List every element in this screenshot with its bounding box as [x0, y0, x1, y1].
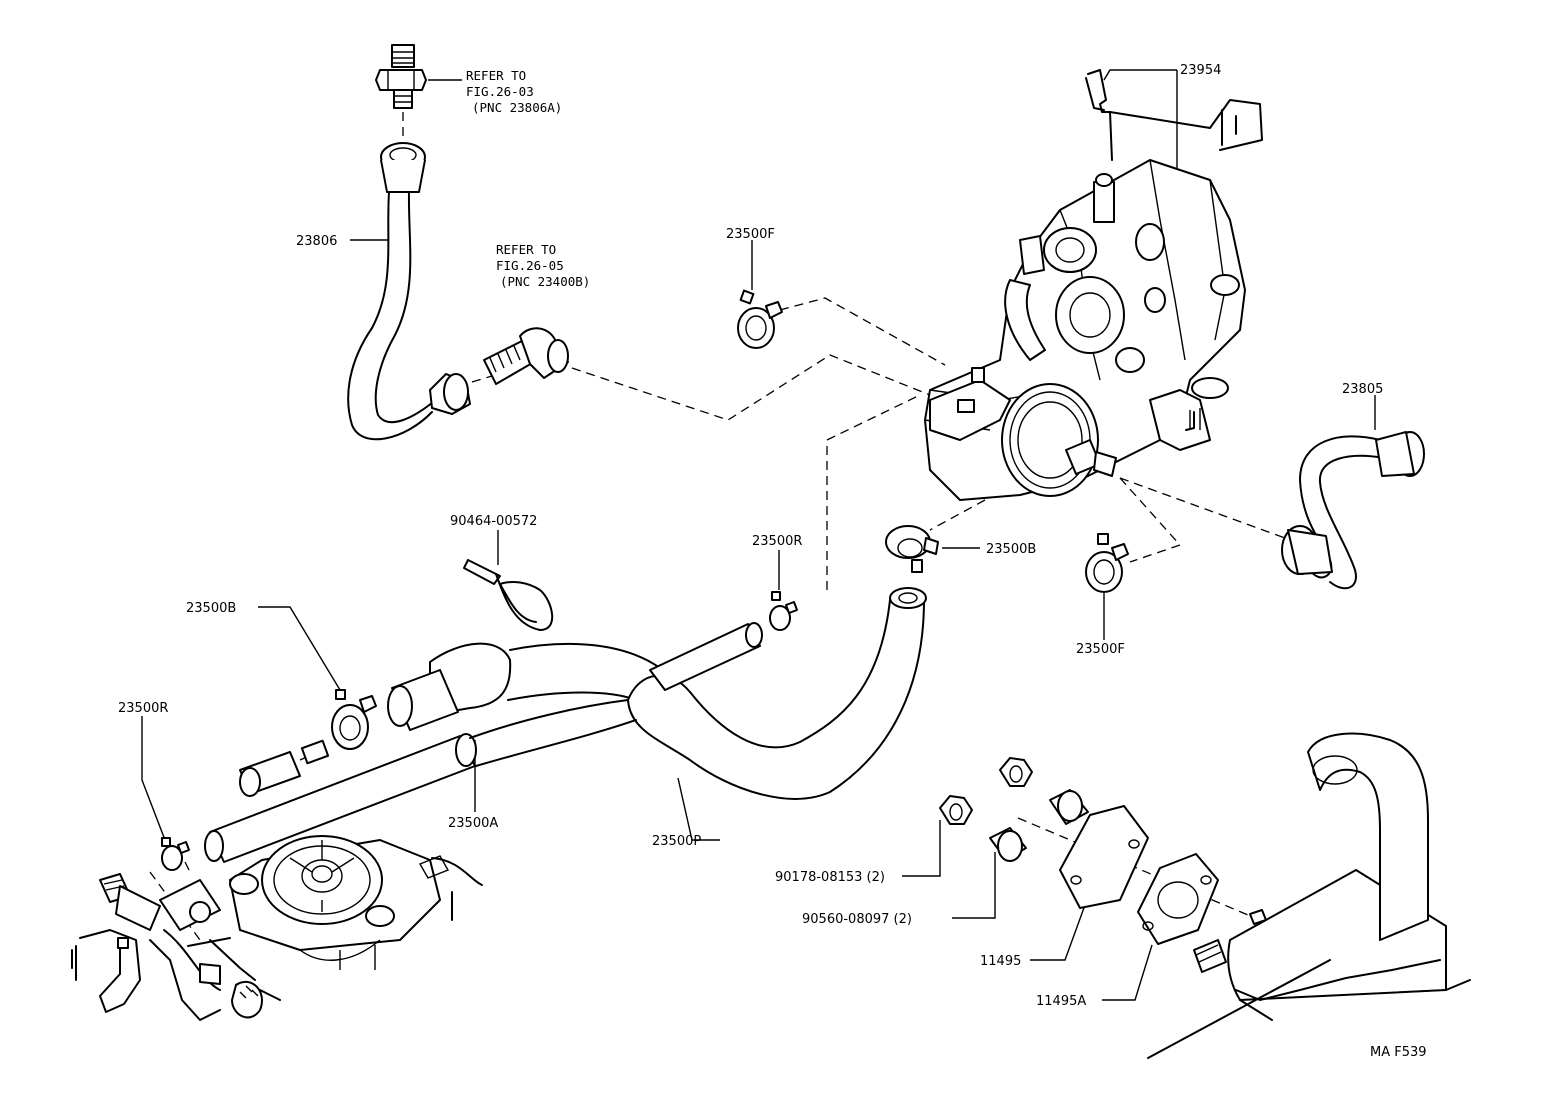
label-11495: 11495: [980, 954, 1021, 969]
label-23500a: 23500A: [448, 816, 498, 831]
label-23500b-left: 23500B: [186, 601, 236, 616]
label-23500b-right: 23500B: [986, 542, 1036, 557]
clamp-23500b-right: [885, 525, 939, 573]
figure-code: MA F539: [1370, 1045, 1427, 1060]
spacer-90560: [989, 789, 1089, 862]
label-90560: 90560-08097 (2): [802, 912, 912, 927]
refer-1-line1: REFER TO: [466, 68, 526, 83]
hose-23500r: [649, 622, 763, 691]
thermostat-housing: [229, 835, 483, 970]
hose-23500p: [387, 587, 927, 800]
refer-2-line2: FIG.26-05: [496, 258, 564, 273]
hose-23805: [1281, 431, 1425, 590]
label-90464: 90464-00572: [450, 514, 537, 529]
gasket-11495a: [1137, 853, 1219, 945]
label-23500r-mid: 23500R: [752, 534, 802, 549]
label-23500r-left: 23500R: [118, 701, 168, 716]
fitting-23806a: [375, 44, 427, 138]
water-outlet-left: [71, 873, 281, 1021]
refer-2-line1: REFER TO: [496, 242, 556, 257]
label-23500f-top: 23500F: [726, 227, 775, 242]
label-23805: 23805: [1342, 382, 1383, 397]
clamp-23500f-top: [737, 289, 783, 349]
hose-23500a: [204, 699, 637, 863]
carburetor-assembly: [924, 69, 1263, 501]
label-11495a: 11495A: [1036, 994, 1086, 1009]
label-23500f-right: 23500F: [1076, 642, 1125, 657]
clamp-23500f-right: [1085, 533, 1129, 593]
nut-90178: [939, 757, 1033, 825]
elbow-fitting-23400b: [483, 327, 569, 385]
hose-23806: [347, 142, 493, 441]
clamp-23500b-left: [331, 689, 377, 750]
label-23806: 23806: [296, 234, 337, 249]
band-clip-90464: [463, 559, 554, 631]
leader-lines: [141, 69, 1376, 1001]
exhaust-manifold: [1147, 732, 1471, 1059]
clamp-23500r-left: [161, 837, 190, 871]
refer-1-line3: (PNC 23806A): [472, 100, 562, 115]
labels: REFER TO FIG.26-03 (PNC 23806A) REFER TO…: [118, 63, 1427, 1060]
plate-11495: [1059, 805, 1149, 909]
label-23954: 23954: [1180, 63, 1221, 78]
clamp-23500r-mid: [769, 591, 798, 631]
label-90178: 90178-08153 (2): [775, 870, 885, 885]
label-23500p: 23500P: [652, 834, 701, 849]
refer-1-line2: FIG.26-03: [466, 84, 534, 99]
refer-2-line3: (PNC 23400B): [500, 274, 590, 289]
